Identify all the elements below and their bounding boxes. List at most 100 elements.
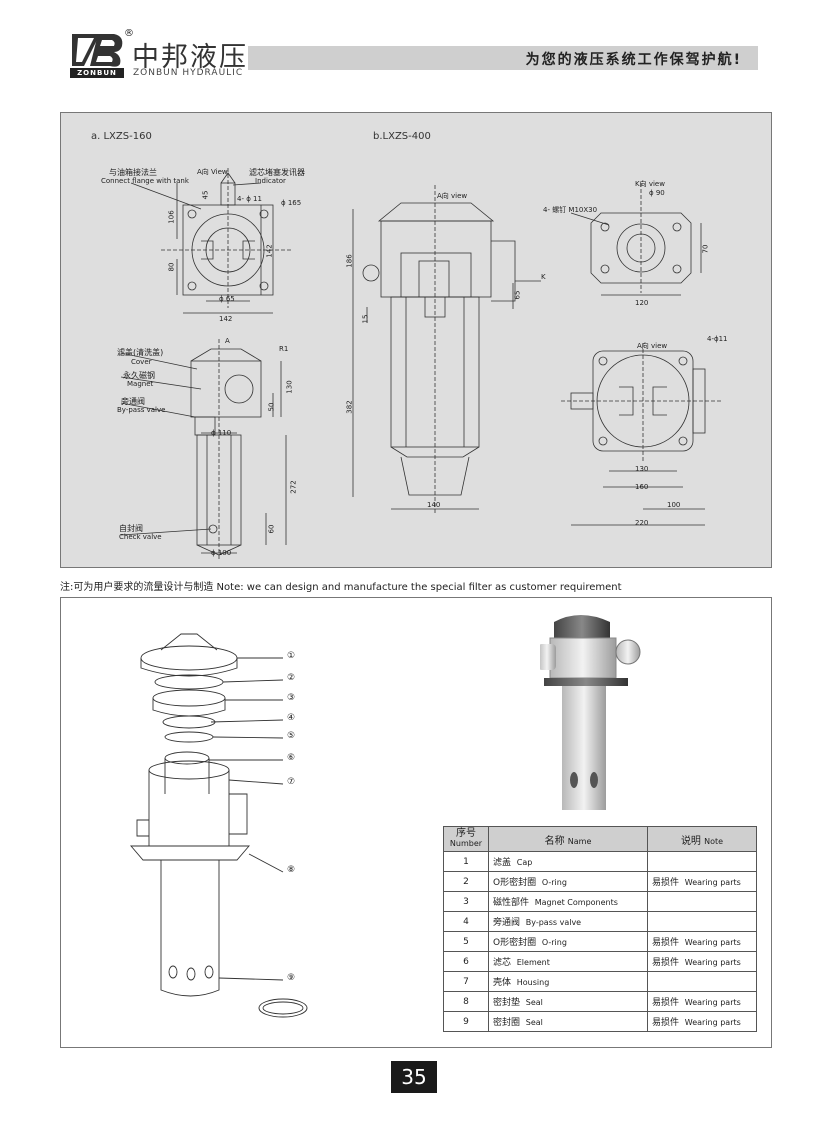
header-note: 说明 Note: [647, 826, 757, 852]
dim-220: 220: [635, 519, 649, 527]
part-seal-ring: [258, 998, 308, 1018]
row-name-en: Cap: [516, 858, 533, 867]
row-name-cn: 滤芯: [493, 958, 512, 968]
row-note-cn: 易损件: [652, 1018, 680, 1028]
label-check-cn: 自封阀: [119, 524, 143, 533]
dim-272: 272: [289, 480, 298, 494]
row-name: O形密封圈 O-ring: [488, 931, 648, 952]
callout-9: ⑨: [287, 973, 296, 983]
drawing-a-title: a. LXZS-160: [91, 131, 152, 142]
label-bypass-cn: 旁通阀: [121, 397, 145, 406]
label-k-view: K向 view: [635, 180, 665, 188]
label-bolt: 4- 螺钉 M10X30: [543, 206, 598, 214]
dim-holes-a: 4- ϕ 11: [237, 195, 262, 203]
registered-mark: ®: [124, 28, 134, 39]
dim-106: 106: [167, 210, 176, 224]
part-cap: [140, 645, 238, 671]
row-number: 1: [443, 851, 489, 872]
callout-7: ⑦: [287, 777, 296, 787]
callout-2: ②: [287, 673, 296, 683]
label-bypass-en: By-pass valve: [117, 406, 166, 414]
label-magnet-en: Magnet: [127, 380, 154, 388]
row-name: 滤芯 Element: [488, 951, 648, 972]
slogan: 为您的液压系统工作保驾护航!: [525, 52, 742, 68]
dim-142-vertical: 142: [265, 244, 274, 258]
brand-name-en: ZONBUN HYDRAULIC: [133, 68, 244, 78]
header-note-en: Note: [704, 836, 724, 846]
row-number: 5: [443, 931, 489, 952]
label-flange-cn: 与油箱接法兰: [109, 168, 157, 177]
technical-drawing-panel: a. LXZS-160 b.LXZS-400 与油箱接法兰 Connect fl…: [60, 112, 772, 568]
dim-60: 60: [267, 524, 276, 534]
dim-phi165: ϕ 165: [281, 199, 302, 207]
part-magnet: [152, 698, 226, 717]
part-o-ring-1: [154, 674, 224, 690]
row-name: O形密封圈 O-ring: [488, 871, 648, 892]
row-note: 易损件 Wearing parts: [647, 991, 757, 1012]
part-seal-flange: [130, 845, 250, 861]
row-note-cn: 易损件: [652, 998, 680, 1008]
row-name-en: By-pass valve: [525, 918, 582, 927]
row-number: 6: [443, 951, 489, 972]
row-number: 8: [443, 991, 489, 1012]
label-a-mark: A: [225, 337, 230, 345]
label-check-en: Check valve: [119, 533, 162, 541]
design-note: 注:可为用户要求的流量设计与制造 Note: we can design and…: [60, 582, 622, 593]
dim-phi65: ϕ 65: [219, 295, 235, 303]
part-o-ring-2: [164, 731, 214, 743]
row-name-cn: 壳体: [493, 978, 512, 988]
row-name: 密封垫 Seal: [488, 991, 648, 1012]
dim-80: 80: [167, 262, 176, 272]
row-note-en: Wearing parts: [684, 958, 741, 967]
callout-8: ⑧: [287, 865, 296, 875]
row-note-en: Wearing parts: [684, 878, 741, 887]
exploded-view-drawing: [130, 633, 308, 1018]
row-note: [647, 851, 757, 872]
row-note-en: Wearing parts: [684, 998, 741, 1007]
row-name-cn: 旁通阀: [493, 918, 521, 928]
dim-phi110: ϕ 110: [211, 429, 232, 437]
part-tube: [160, 860, 220, 997]
dim-45: 45: [201, 190, 210, 200]
header-number-cn: 序号: [456, 828, 476, 839]
row-name-cn: O形密封圈: [493, 938, 537, 948]
row-note: [647, 911, 757, 932]
dim-140: 140: [427, 501, 441, 509]
row-name-en: Seal: [525, 998, 543, 1007]
row-note-cn: 易损件: [652, 878, 680, 888]
label-indicator-cn: 滤芯堵塞发讯器: [249, 168, 305, 177]
callout-3: ③: [287, 693, 296, 703]
label-magnet-cn: 永久磁钢: [123, 371, 155, 380]
row-note: 易损件 Wearing parts: [647, 951, 757, 972]
row-name-en: O-ring: [541, 878, 567, 887]
dim-142-horizontal: 142: [219, 315, 233, 323]
header-note-cn: 说明: [680, 835, 701, 847]
dim-65: 65: [513, 290, 522, 300]
dim-160: 160: [635, 483, 649, 491]
label-a-view: A向 View: [197, 168, 228, 176]
row-note: 易损件 Wearing parts: [647, 931, 757, 952]
dim-130-a: 130: [285, 380, 294, 394]
row-note: 易损件 Wearing parts: [647, 871, 757, 892]
zonbun-logo-icon: [72, 34, 123, 67]
row-name: 壳体 Housing: [488, 971, 648, 992]
row-note: 易损件 Wearing parts: [647, 1011, 757, 1032]
label-k-mark: K: [541, 273, 546, 281]
label-b-a-view: A向 view: [437, 192, 468, 200]
label-cover-cn: 滤盖(清洗盖): [117, 348, 164, 357]
row-note: [647, 891, 757, 912]
row-name-en: Seal: [525, 1018, 543, 1027]
row-note-cn: 易损件: [652, 958, 680, 968]
product-photo-image: [540, 615, 641, 810]
row-note-en: Wearing parts: [684, 1018, 741, 1027]
row-number: 7: [443, 971, 489, 992]
dim-phi100: ϕ 100: [211, 549, 232, 557]
row-name: 滤盖 Cap: [488, 851, 648, 872]
